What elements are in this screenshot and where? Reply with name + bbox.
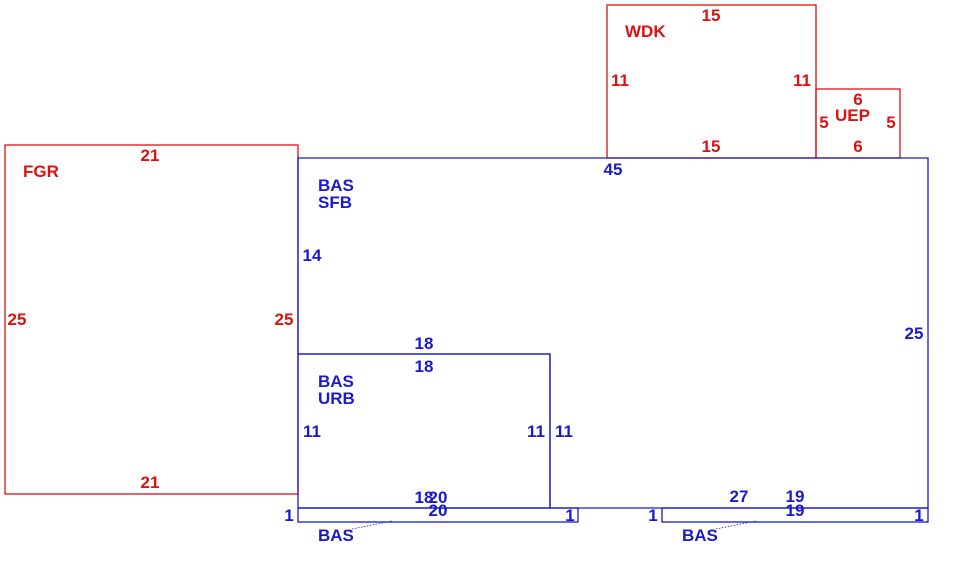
urb-bottom-dimension-a: 18 [415, 488, 434, 507]
area-wdk: WDK 15 15 11 11 [606, 4, 817, 159]
urb-top-dimension-outer: 18 [415, 334, 434, 353]
sfb-left-dimension: 14 [303, 246, 322, 265]
fgr-left-dimension: 25 [8, 310, 27, 329]
wdk-left-dimension: 11 [611, 71, 629, 90]
fgr-bottom-dimension: 21 [141, 473, 160, 492]
strip-right-code-label: BAS [682, 526, 718, 545]
fgr-top-dimension: 21 [141, 146, 160, 165]
wdk-code-label: WDK [625, 22, 666, 41]
strip-right-left-dimension: 1 [648, 506, 657, 525]
wdk-bottom-dimension: 15 [702, 137, 721, 156]
area-bas-strip-left: BAS 20 1 1 [284, 501, 579, 545]
strip-left-right-dimension: 1 [565, 506, 574, 525]
uep-right-dimension: 5 [886, 113, 895, 132]
sfb-right-dimension: 25 [905, 324, 924, 343]
area-uep: UEP 6 6 5 5 [815, 88, 901, 159]
area-bas-strip-right: BAS 27 19 19 1 1 [648, 487, 929, 545]
urb-right-dimension-outer: 11 [555, 422, 573, 441]
strip-right-right-dimension: 1 [914, 506, 923, 525]
strip-right-top-dimension-a: 27 [730, 487, 749, 506]
strip-right-top-dimension-b: 19 [786, 487, 805, 506]
strip-left-top-dimension: 20 [429, 501, 448, 520]
uep-left-dimension: 5 [819, 113, 828, 132]
strip-left-leader-line [351, 520, 393, 530]
sfb-top-dimension: 45 [604, 160, 623, 179]
strip-right-top-dimension-c: 19 [786, 501, 805, 520]
sfb-outline [297, 157, 929, 509]
urb-bottom-dimension-b: 20 [429, 488, 448, 507]
urb-code-label-2: URB [318, 389, 355, 408]
wdk-top-dimension: 15 [702, 6, 721, 25]
uep-bottom-dimension: 6 [853, 137, 862, 156]
strip-left-outline [297, 507, 579, 523]
wdk-right-dimension: 11 [793, 71, 811, 90]
fgr-code-label: FGR [23, 162, 59, 181]
sfb-code-label-2: SFB [318, 193, 352, 212]
fgr-outline [4, 144, 299, 495]
strip-left-code-label: BAS [318, 526, 354, 545]
area-bas-sfb: BAS SFB 45 14 25 [297, 157, 929, 509]
strip-left-left-dimension: 1 [284, 506, 293, 525]
urb-top-dimension-inner: 18 [415, 357, 434, 376]
urb-code-label-1: BAS [318, 372, 354, 391]
fgr-right-dimension: 25 [275, 310, 294, 329]
uep-top-dimension: 6 [853, 90, 862, 109]
strip-right-leader-line [715, 520, 757, 530]
area-fgr: FGR 21 21 25 25 [4, 144, 299, 495]
strip-right-outline [661, 507, 929, 523]
sfb-code-label-1: BAS [318, 176, 354, 195]
uep-code-label: UEP [835, 106, 870, 125]
area-bas-urb: BAS URB 18 18 11 11 11 18 20 [297, 334, 573, 509]
urb-left-dimension: 11 [303, 422, 321, 441]
urb-right-dimension-inner: 11 [527, 422, 545, 441]
